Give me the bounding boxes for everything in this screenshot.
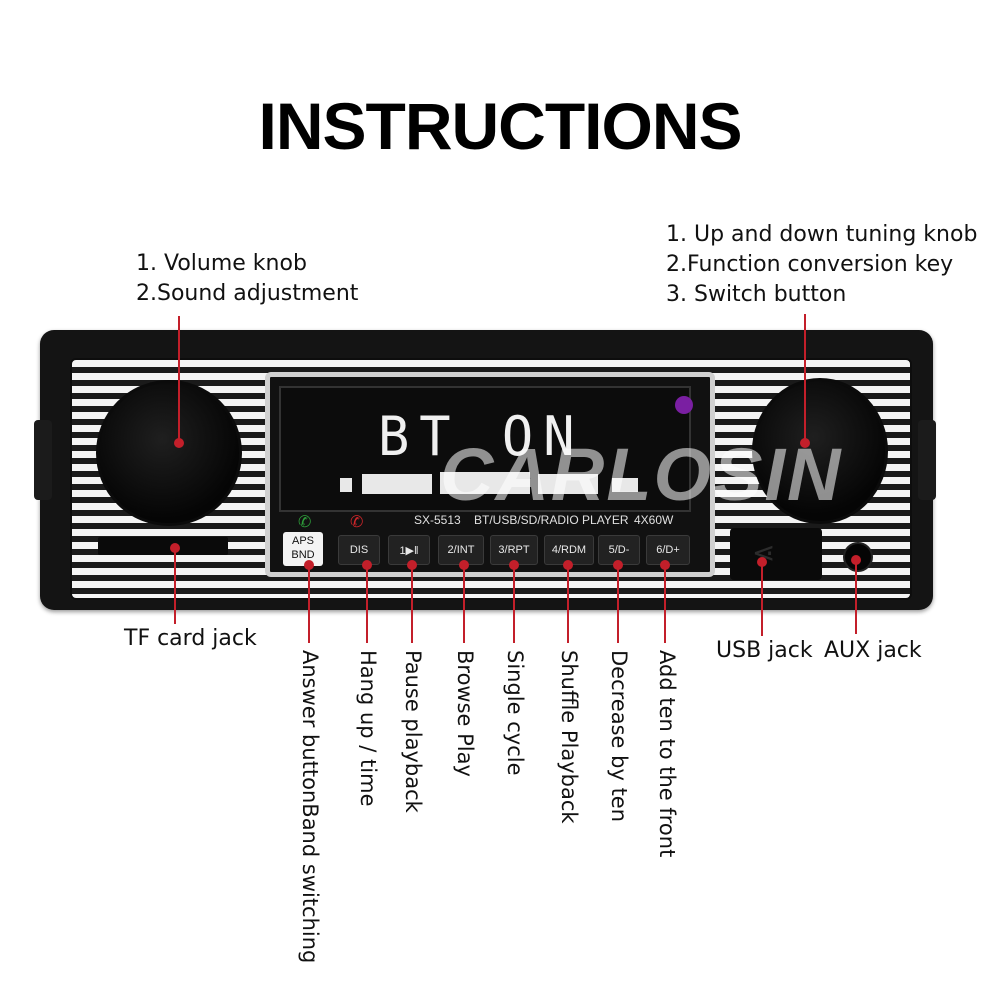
aps-label: APS [291,535,314,547]
vlabel-shuffle: Shuffle Playback [557,650,581,824]
vlabel-browse: Browse Play [453,650,477,777]
leader-usb [761,562,763,636]
eq-bar [340,478,352,492]
callout-volume-knob: 1. Volume knob [136,251,307,276]
leader-increase [664,565,666,643]
callout-function-key: 2.Function conversion key [666,252,954,277]
volume-knob[interactable] [96,380,242,526]
vlabel-answer-band: Answer buttonBand switching [298,650,322,964]
preset-button-row: DIS 1▶‖ 2/INT 3/RPT 4/RDM 5/D- 6/D+ [280,535,700,565]
eq-bar [538,474,598,494]
vlabel-pause: Pause playback [401,650,425,813]
leader-dot [174,438,184,448]
eq-bar [612,478,638,492]
callout-switch-button: 3. Switch button [666,282,847,307]
vlabel-hangup-time: Hang up / time [356,650,380,807]
leader-tf [174,548,176,624]
leader-dot [800,438,810,448]
eq-bar [440,472,530,494]
phone-answer-icon: ✆ [298,512,312,531]
player-description: BT/USB/SD/RADIO PLAYER [474,513,629,527]
tf-card-slot[interactable] [98,537,228,555]
leader-hangup [366,565,368,643]
vlabel-single-cycle: Single cycle [503,650,527,776]
eq-bar [362,474,432,494]
callout-tuning-knob: 1. Up and down tuning knob [666,222,978,247]
callout-sound-adjustment: 2.Sound adjustment [136,281,359,306]
leader-tuning [804,314,806,444]
indicator-light [675,396,693,414]
label-aux-jack: AUX jack [824,638,922,663]
label-tf-card-jack: TF card jack [124,626,257,651]
dis-button[interactable]: DIS [338,535,380,565]
leader-pause [411,565,413,643]
lcd-status-text: BT ON [378,405,585,469]
left-side-tab [34,420,52,500]
leader-volume [178,316,180,443]
vlabel-decrease: Decrease by ten [607,650,631,823]
leader-decrease [617,565,619,643]
leader-browse [463,565,465,643]
right-side-tab [918,420,936,500]
phone-hangup-icon: ✆ [350,512,364,531]
bnd-label: BND [291,549,315,561]
tuning-knob[interactable] [752,378,888,524]
label-usb-jack: USB jack [716,638,813,663]
int-button[interactable]: 2/INT [438,535,484,565]
leader-single [513,565,515,643]
power-rating: 4X60W [634,513,674,527]
leader-answer [308,565,310,643]
brand-watermark: CARLOSIN [440,433,843,516]
leader-aux [855,560,857,634]
page-title: INSTRUCTIONS [258,89,743,163]
vlabel-add-ten: Add ten to the front [655,650,679,858]
aps-bnd-button[interactable]: APS BND [283,532,323,566]
usb-port[interactable] [730,528,822,580]
leader-shuffle [567,565,569,643]
model-number: SX-5513 [414,513,461,527]
